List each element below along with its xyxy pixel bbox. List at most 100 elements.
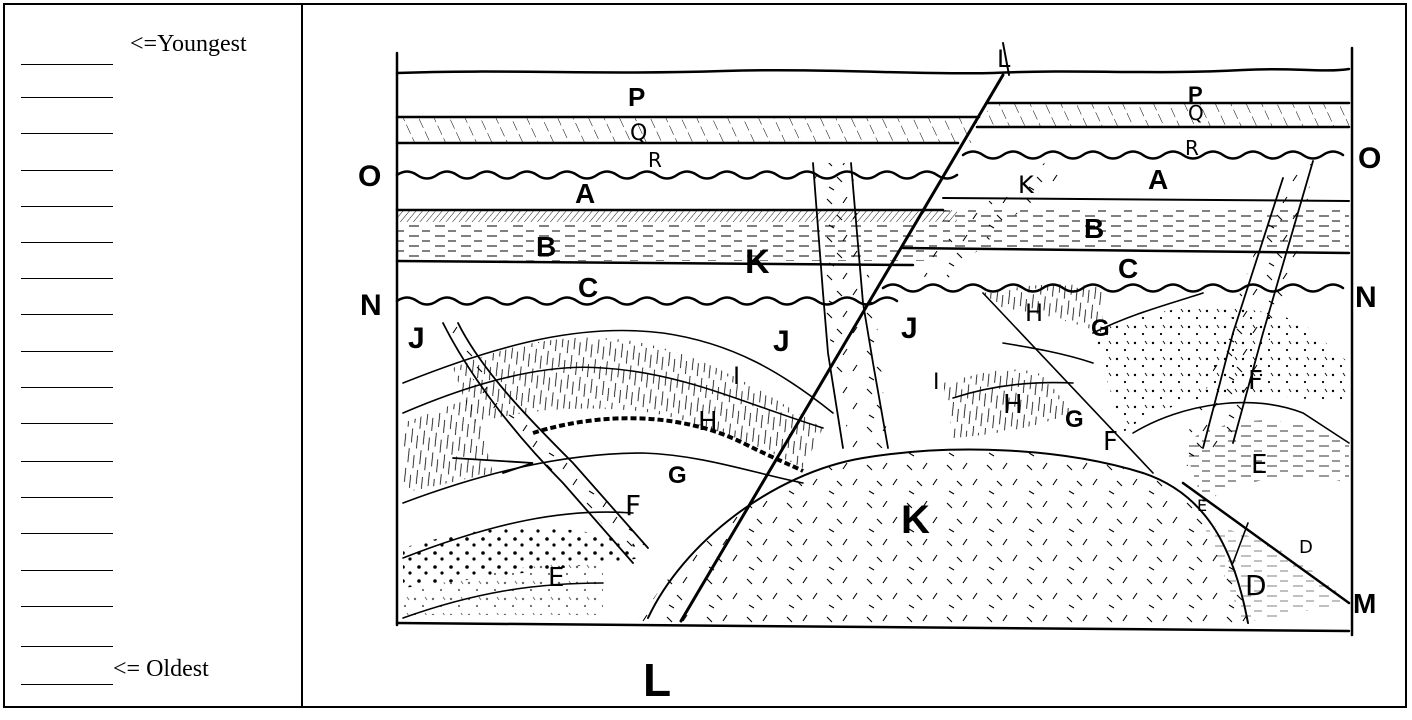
label-h-right-upper: H (1025, 299, 1043, 327)
dike-k-outline-d (1202, 177, 1284, 449)
fold-contact-e-d-inner (1232, 522, 1249, 564)
diagram-labels: P P Q Q R R O O A A B B C C N N J J J I … (358, 45, 1381, 706)
dike-k-outline-b (850, 162, 889, 449)
fold-contact-i-h (402, 366, 824, 429)
layer-f-left (403, 527, 643, 588)
label-m: M (1353, 588, 1376, 619)
label-j-2: J (773, 325, 790, 358)
label-k-dike-right: K (1018, 171, 1035, 199)
fold-contact-g-f-right (1092, 292, 1204, 334)
answer-blank[interactable] (21, 97, 113, 98)
label-g-right-upper: G (1091, 315, 1110, 342)
label-b-right: B (1084, 213, 1104, 244)
intrusion-k-dike-east (1173, 163, 1313, 473)
label-n-left: N (360, 289, 382, 322)
dike-k-outline-e (442, 322, 634, 564)
answer-blank[interactable] (21, 206, 113, 207)
answer-blank[interactable] (21, 278, 113, 279)
intrusion-k-body (638, 449, 1248, 623)
layer-h-right-lower (943, 369, 1073, 438)
label-f-left: F (625, 489, 641, 522)
unconformity-o-left (395, 170, 959, 180)
dike-k-outline-c (1232, 160, 1314, 444)
dike-k-branch (452, 457, 534, 474)
unconformity-n-left (395, 296, 899, 306)
label-d-upper: D (1299, 537, 1313, 558)
answer-blank[interactable] (21, 351, 113, 352)
fault-l (679, 73, 1005, 623)
contact-a-b-right (942, 197, 1350, 202)
fold-contact-right-2 (952, 381, 1074, 399)
label-k-dike: K (745, 243, 770, 281)
label-h-left: H (698, 407, 718, 437)
label-e-right: E (1251, 450, 1267, 480)
batholith-k-outline (647, 448, 1249, 624)
intrusion-k-dike-right (913, 158, 1073, 283)
label-p-right: P (1188, 82, 1203, 107)
label-g-right-lower: G (1065, 406, 1084, 433)
answer-blank[interactable] (21, 314, 113, 315)
label-l-top: L (997, 45, 1011, 73)
answer-sheet: <=Youngest <= Oldest (0, 0, 301, 708)
label-l-bottom: L (643, 654, 671, 706)
answer-blank-oldest[interactable] (21, 684, 113, 685)
intrusion-k-dike-west (443, 323, 648, 558)
label-n-right: N (1355, 281, 1377, 314)
fold-contact-j-i (402, 329, 834, 414)
unconformity-o-right (961, 150, 1345, 160)
contact-b-c-right (901, 246, 1351, 255)
answer-blank[interactable] (21, 606, 113, 607)
label-j-3: J (901, 312, 918, 345)
label-b-left: B (536, 231, 556, 262)
answer-blank[interactable] (21, 646, 113, 647)
layer-q-right (987, 103, 1349, 127)
label-q-left: Q (630, 121, 647, 146)
answer-blank[interactable] (21, 387, 113, 388)
fold-contact-e-d-right (1181, 481, 1351, 605)
column-divider (301, 3, 303, 708)
answer-blank-youngest[interactable] (21, 64, 113, 65)
answer-blank[interactable] (21, 242, 113, 243)
contact-b-c-left (395, 259, 915, 267)
label-o-right: O (1358, 142, 1381, 175)
answer-blank[interactable] (21, 170, 113, 171)
layer-h-right (983, 284, 1103, 333)
section-base (395, 621, 1351, 633)
oldest-label: <= Oldest (113, 656, 209, 682)
unconformity-n-right (881, 283, 1345, 293)
label-a-left: A (575, 178, 595, 209)
label-q-right: Q (1188, 101, 1204, 125)
youngest-label: <=Youngest (130, 31, 247, 57)
outer-table-border (3, 3, 1407, 708)
answer-blank[interactable] (21, 133, 113, 134)
label-p-left: P (628, 82, 645, 112)
dike-k-outline-f (457, 322, 649, 549)
fold-contact-f-e-right (1132, 401, 1350, 444)
label-o-left: O (358, 160, 381, 193)
land-surface (395, 67, 1351, 75)
fold-contact-right-1 (1002, 342, 1094, 364)
answer-blank[interactable] (21, 461, 113, 462)
layer-q-left (397, 117, 977, 143)
label-d-lower: D (1245, 569, 1267, 602)
fold-contact-g-f (402, 511, 634, 559)
geologic-cross-section: P P Q Q R R O O A A B B C C N N J J J I … (358, 42, 1381, 706)
fold-contact-f-e (402, 582, 604, 619)
layer-g-left (532, 416, 804, 473)
label-e-mid: E (1197, 496, 1207, 515)
label-f-right: F (1248, 366, 1263, 396)
answer-blank[interactable] (21, 570, 113, 571)
dike-k-outline-a (812, 162, 844, 449)
answer-blank[interactable] (21, 423, 113, 424)
label-r-right: R (1185, 136, 1199, 160)
layer-b-dense-left (397, 210, 957, 222)
label-a-right: A (1148, 164, 1168, 195)
intrusion-k-dike-main (813, 163, 888, 448)
label-f-mid: F (1103, 427, 1118, 457)
label-i-right: I (933, 370, 940, 395)
label-c-left: C (578, 272, 598, 303)
answer-blank[interactable] (21, 533, 113, 534)
fold-contact-h-g-right (982, 292, 1154, 474)
label-j-1: J (408, 322, 425, 355)
answer-blank[interactable] (21, 497, 113, 498)
